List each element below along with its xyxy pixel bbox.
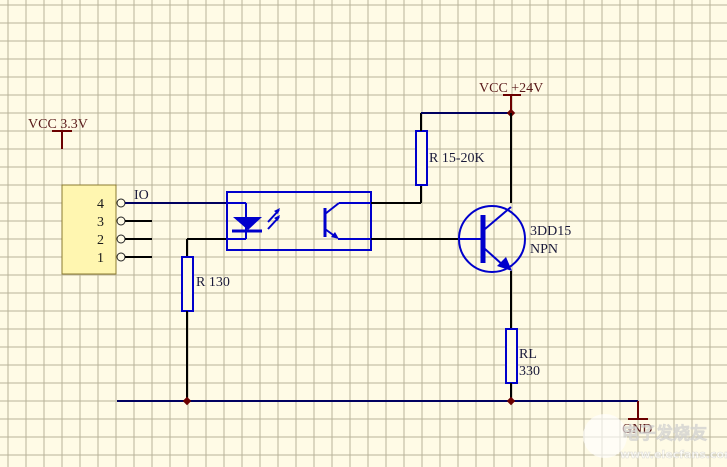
watermark: 电子发烧友 www.elecfans.com — [583, 414, 727, 461]
vcc-24v-power-port: VCC +24V — [479, 81, 543, 118]
pin-3-label: 3 — [97, 215, 104, 230]
npn-transistor-icon: 3DD15 NPN — [458, 205, 571, 273]
pin-4-terminal — [116, 198, 126, 208]
pin-2-label: 2 — [97, 233, 104, 248]
junction-dot — [182, 396, 192, 406]
resistor-rl: RL 330 — [505, 328, 540, 401]
resistor-r130: R 130 — [181, 238, 246, 401]
transistor-part-label: 3DD15 — [530, 224, 571, 239]
pin-3-terminal — [116, 216, 126, 226]
pin-2-terminal — [116, 234, 126, 244]
optocoupler — [226, 191, 372, 251]
vcc-3v3-power-port: VCC 3.3V — [28, 117, 88, 149]
pin-1-label: 1 — [97, 251, 104, 266]
junction-dot — [506, 396, 516, 406]
r130-label: R 130 — [196, 275, 230, 290]
vcc-24v-label: VCC +24V — [479, 81, 543, 96]
phototransistor-icon — [323, 202, 371, 240]
connector-header: 4 3 2 1 IO — [61, 184, 152, 275]
watermark-cn-text: 电子发烧友 — [622, 423, 707, 444]
watermark-logo-icon — [583, 414, 627, 458]
rl-value-label: 330 — [519, 364, 540, 379]
pin-1-terminal — [116, 252, 126, 262]
rl-name-label: RL — [519, 347, 537, 362]
r-pullup-label: R 15-20K — [429, 151, 485, 166]
io-net-label: IO — [134, 188, 149, 203]
gnd-label: GND — [622, 422, 652, 437]
led-icon — [227, 202, 280, 240]
resistor-r-pullup: R 15-20K — [415, 112, 511, 186]
watermark-url-text: www.elecfans.com — [620, 448, 727, 461]
vcc-3v3-label: VCC 3.3V — [28, 117, 88, 132]
pin-4-label: 4 — [97, 197, 104, 212]
transistor-type-label: NPN — [530, 242, 558, 257]
gnd-power-port: GND — [622, 401, 652, 437]
